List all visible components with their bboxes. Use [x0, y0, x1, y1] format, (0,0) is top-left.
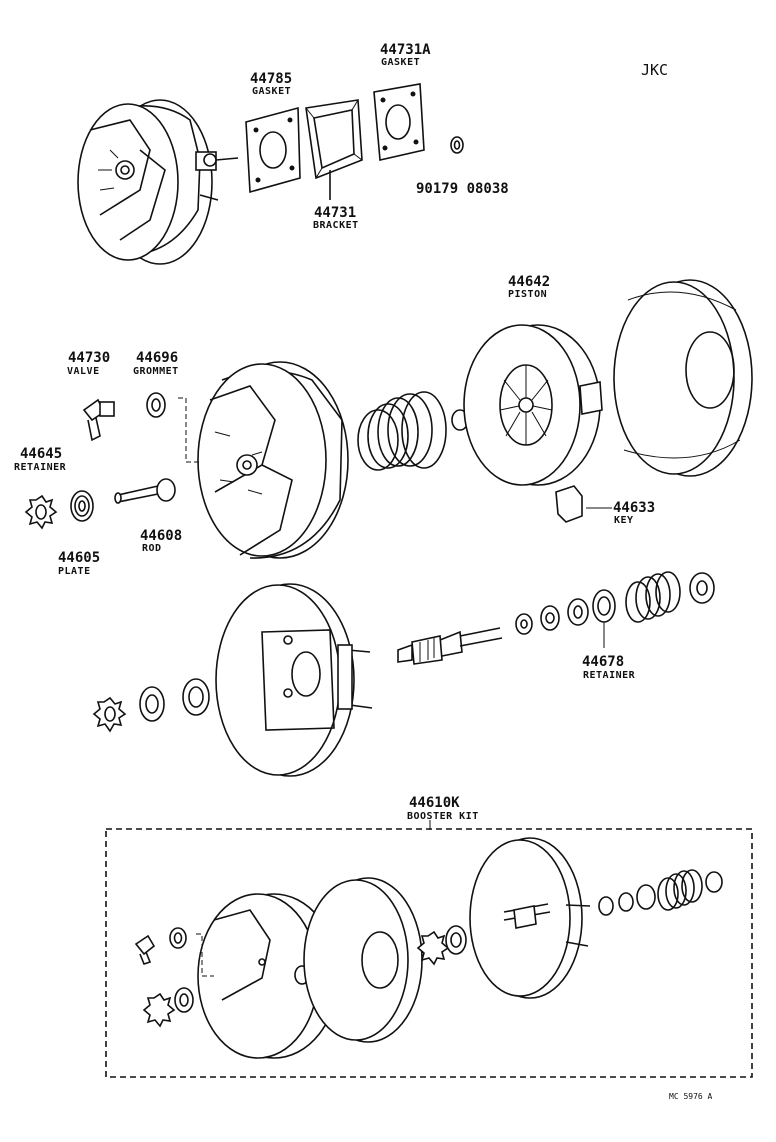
part-number-44605: 44605: [58, 550, 100, 566]
label-90179: 90179 08038: [416, 181, 509, 197]
rod-44608-drawing: [114, 478, 176, 504]
gasket-44731A-drawing: [373, 83, 425, 161]
label-44605: 44605 PLATE: [58, 550, 100, 577]
part-name-gasket-44785: GASKET: [252, 86, 291, 97]
rear-shell-drawing: [613, 279, 753, 477]
key-44633-drawing: [555, 485, 612, 523]
booster-assembly-drawing: [77, 99, 239, 265]
rear-shell-front-drawing: [215, 583, 373, 777]
gasket-44785-drawing: [245, 106, 301, 194]
piston-44642-drawing: [463, 324, 603, 486]
part-name-rod-44608: ROD: [142, 543, 162, 554]
part-name-grommet-44696: GROMMET: [133, 366, 179, 377]
front-shell-drawing: [197, 361, 349, 559]
plate-44605-drawing: [70, 490, 94, 522]
part-name-key-44633: KEY: [614, 515, 634, 526]
label-44645: 44645 RETAINER: [14, 446, 67, 473]
label-44633: 44633 KEY: [613, 500, 655, 526]
diagram-code: JKC: [641, 61, 668, 79]
part-number-44610K: 44610K: [409, 795, 460, 811]
label-44730: 44730 VALVE: [67, 350, 110, 377]
part-number-44608: 44608: [140, 528, 182, 544]
part-name-retainer-44645: RETAINER: [14, 462, 67, 473]
part-number-44678: 44678: [582, 654, 624, 670]
part-name-gasket-44731A: GASKET: [381, 57, 420, 68]
grommet-44696-drawing: [146, 392, 200, 463]
label-44785: 44785 GASKET: [250, 71, 292, 97]
bracket-44731-drawing: [305, 99, 363, 200]
part-number-44731A: 44731A: [380, 42, 431, 58]
seal-washers-left-drawing: [92, 678, 210, 733]
label-44731A: 44731A GASKET: [380, 42, 431, 68]
label-44610K: 44610K BOOSTER KIT: [407, 795, 479, 822]
part-number-44785: 44785: [250, 71, 292, 87]
part-number-44731: 44731: [314, 205, 356, 221]
part-name-piston-44642: PISTON: [508, 289, 547, 300]
retainer-44645-drawing: [24, 494, 58, 530]
part-number-44645: 44645: [20, 446, 62, 462]
nut-90179-drawing: [450, 136, 464, 154]
part-name-bracket-44731: BRACKET: [313, 220, 359, 231]
label-44642: 44642 PISTON: [508, 274, 550, 300]
retainer-44678-drawing: [592, 589, 616, 648]
spring-small-drawing: [625, 571, 715, 623]
figure-reference: MC 5976 A: [669, 1092, 713, 1101]
kit-seal-set-drawing: [598, 869, 723, 916]
label-44731: 44731 BRACKET: [313, 205, 359, 231]
label-44608: 44608 ROD: [140, 528, 182, 554]
spring-drawing: [357, 391, 469, 471]
part-name-retainer-44678: RETAINER: [583, 670, 636, 681]
kit-rear-shell-drawing: [303, 877, 423, 1043]
valve-44730-drawing: [82, 398, 115, 442]
part-number-90179: 90179 08038: [416, 181, 509, 197]
kit-rear-plate-drawing: [469, 837, 591, 999]
part-name-plate-44605: PLATE: [58, 566, 91, 577]
part-number-44730: 44730: [68, 350, 110, 366]
label-44696: 44696 GROMMET: [133, 350, 179, 377]
seal-set-right-drawing: [515, 598, 589, 635]
kit-small-parts-drawing: [134, 927, 214, 1028]
part-name-valve-44730: VALVE: [67, 366, 100, 377]
part-number-44633: 44633: [613, 500, 655, 516]
label-44678: 44678 RETAINER: [582, 654, 636, 681]
booster-kit-boundary: [105, 828, 753, 1078]
part-number-44696: 44696: [136, 350, 178, 366]
valve-body-drawing: [397, 627, 503, 665]
part-number-44642: 44642: [508, 274, 550, 290]
part-name-booster-kit-44610K: BOOSTER KIT: [407, 811, 479, 822]
